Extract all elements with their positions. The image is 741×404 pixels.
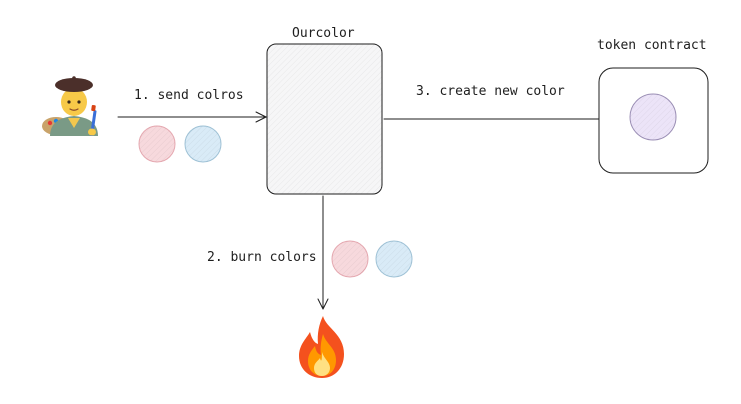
create-arrow xyxy=(383,113,624,125)
step1-label: 1. send colros xyxy=(134,88,244,103)
ourcolor-title: Ourcolor xyxy=(292,26,355,41)
step2-label: 2. burn colors xyxy=(207,250,317,265)
token-contract-title: token contract xyxy=(597,38,707,53)
burn-arrow xyxy=(317,195,329,310)
step3-label: 3. create new color xyxy=(416,84,565,99)
send-arrow xyxy=(117,111,267,123)
artist-icon xyxy=(42,76,98,136)
fire-icon xyxy=(299,316,344,378)
